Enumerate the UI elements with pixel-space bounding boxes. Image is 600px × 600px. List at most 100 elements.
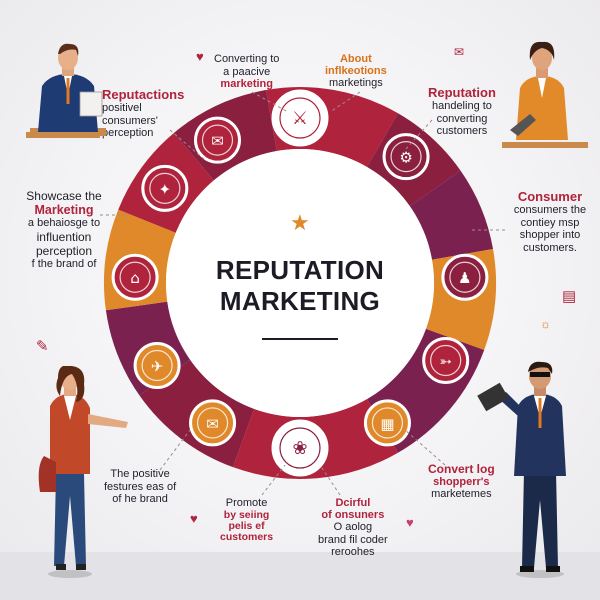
label-line: reroohes xyxy=(331,546,375,558)
label-top-right: About inflkeotions marketings xyxy=(325,53,387,90)
basket-icon: ▦ xyxy=(363,399,411,447)
speech-bubble-icon: ✉ xyxy=(454,45,465,59)
heart-icon: ♥ xyxy=(196,49,204,64)
label-line: f the brand of xyxy=(31,257,97,270)
label-title: Marketing xyxy=(34,203,94,217)
page-title: REPUTATION MARKETING xyxy=(180,255,420,317)
label-line: Converting to xyxy=(214,53,280,65)
label-title: by seiing xyxy=(223,508,270,521)
chat-icon: ✎ xyxy=(36,338,49,355)
label-title: shopperr's xyxy=(433,476,490,488)
woman-presenter-figure xyxy=(38,366,128,578)
label-title: Convert log xyxy=(428,462,495,476)
bulb-icon: ☼ xyxy=(540,317,551,331)
svg-text:✉: ✉ xyxy=(211,132,224,150)
label-line: consumers' xyxy=(102,114,158,127)
leader-line xyxy=(159,429,191,471)
ticket-icon: ▤ xyxy=(562,288,577,305)
document-icon: ✉ xyxy=(189,399,237,447)
label-line: marketings xyxy=(328,77,383,89)
leader-line xyxy=(319,464,341,496)
label-line: consumers the xyxy=(513,204,587,216)
ring-center xyxy=(166,149,434,417)
leader-line xyxy=(404,429,446,466)
label-left-top: Reputactions positivel consumers' percep… xyxy=(102,88,184,140)
svg-text:▦: ▦ xyxy=(380,415,394,433)
label-title: Reputation xyxy=(428,85,496,100)
svg-text:➳: ➳ xyxy=(439,352,452,370)
label-title: About xyxy=(339,53,372,65)
svg-text:⚙: ⚙ xyxy=(399,149,412,167)
svg-text:✉: ✉ xyxy=(206,415,219,433)
label-line: contiey msp xyxy=(520,216,580,229)
label-line: a paacive xyxy=(223,65,271,78)
label-line: The positive xyxy=(110,468,170,480)
svg-text:❀: ❀ xyxy=(292,438,307,459)
man-with-tablet-figure xyxy=(477,361,566,578)
label-line: Promote xyxy=(225,497,268,509)
leader-line xyxy=(261,464,286,496)
label-bottom-center-left: Promote by seiing pelis ef customers xyxy=(220,497,273,543)
label-bottom-right: Convert log shopperr's marketemes xyxy=(428,463,495,501)
plane-icon: ✈ xyxy=(133,342,181,389)
user-icon: ♟ xyxy=(441,253,489,301)
title-underline xyxy=(262,338,338,340)
label-line: shopper into xyxy=(519,229,581,241)
label-line: customers xyxy=(436,125,488,137)
label-top-center: Converting to a paacive marketing xyxy=(214,53,279,90)
target-icon: ⚙ xyxy=(382,133,430,181)
label-title: pelis ef xyxy=(228,519,265,532)
label-title: inflkeotions xyxy=(325,65,387,77)
label-title: marketing xyxy=(220,78,273,90)
svg-text:♟: ♟ xyxy=(458,269,471,287)
handshake-icon: ❀ xyxy=(271,419,329,477)
label-line: marketemes xyxy=(431,488,492,500)
ring-segment xyxy=(409,170,494,260)
title-line-2: MARKETING xyxy=(219,286,381,316)
label-line: handeling to xyxy=(431,100,492,112)
label-line: converting xyxy=(436,112,488,125)
label-title: Consumer xyxy=(517,189,583,204)
svg-text:✈: ✈ xyxy=(151,358,164,376)
label-title: Dcirful xyxy=(335,497,371,509)
label-right-top: Reputation handeling to converting custo… xyxy=(428,86,496,138)
heart-icon: ♥ xyxy=(190,511,198,526)
svg-text:⌂: ⌂ xyxy=(130,269,140,287)
chat-icon: ✉ xyxy=(194,116,241,164)
label-line: Showcase the xyxy=(26,189,102,203)
star-icon: ★ xyxy=(290,210,310,235)
tag-icon: ⌂ xyxy=(111,253,159,301)
label-bottom-center: Dcirful of onsuners O aolog brand fil co… xyxy=(318,497,388,559)
label-line: perception xyxy=(35,243,93,258)
businessman-figure xyxy=(26,43,106,138)
heart-icon: ♥ xyxy=(406,515,414,530)
handshake-trophy-icon: ➳ xyxy=(422,336,470,384)
shirt-icon: ⚔ xyxy=(271,89,329,147)
label-line: positivel xyxy=(102,102,142,114)
leader-line xyxy=(404,119,433,151)
leader-line xyxy=(169,129,206,161)
businesswoman-figure xyxy=(502,41,588,148)
label-line: perception xyxy=(102,127,154,139)
leader-line xyxy=(329,91,361,113)
label-left-mid: Showcase the Marketing a behaiosge to in… xyxy=(14,190,114,270)
label-title: of onsuners xyxy=(321,509,385,521)
label-line: brand fil coder xyxy=(318,533,388,546)
label-title: Reputactions xyxy=(102,87,185,102)
svg-text:✦: ✦ xyxy=(159,180,172,198)
label-line: of he brand xyxy=(112,493,168,505)
star-badge-icon: ✦ xyxy=(141,164,189,212)
label-line: a behaiosge to xyxy=(27,217,101,229)
leader-line xyxy=(251,91,289,113)
label-right-mid: Consumer consumers the contiey msp shopp… xyxy=(500,190,600,254)
title-line-1: REPUTATION xyxy=(215,255,385,285)
label-line: festures eas of xyxy=(104,480,177,493)
label-bottom-left: The positive festures eas of of he brand xyxy=(104,468,176,506)
label-line: customers. xyxy=(523,241,577,254)
floor xyxy=(0,552,600,600)
label-line: influention xyxy=(36,229,92,244)
label-line: O aolog xyxy=(333,521,373,533)
svg-text:⚔: ⚔ xyxy=(292,108,308,129)
